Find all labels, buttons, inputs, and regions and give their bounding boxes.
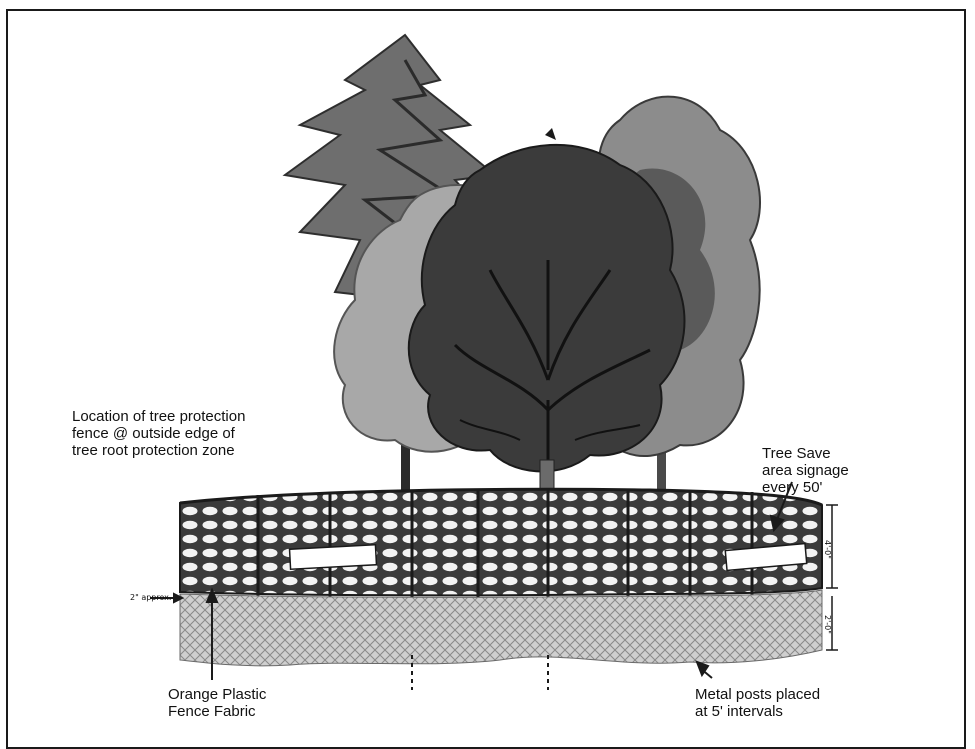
- fence-height-label: 4'-0": [819, 540, 836, 559]
- metal-posts-label: Metal posts placed at 5' intervals: [695, 686, 915, 720]
- soil-zone: [180, 590, 822, 666]
- tree-save-sign: [290, 545, 377, 569]
- approx-dimension-label: 2" approx.: [130, 589, 171, 606]
- signage-label: Tree Save area signage every 50': [762, 445, 902, 496]
- fence-fabric-label: Orange Plastic Fence Fabric: [168, 686, 348, 720]
- fence-location-label: Location of tree protection fence @ outs…: [72, 408, 332, 459]
- fence-fabric: [180, 489, 822, 595]
- post-depth-label: 2'-0": [819, 615, 836, 634]
